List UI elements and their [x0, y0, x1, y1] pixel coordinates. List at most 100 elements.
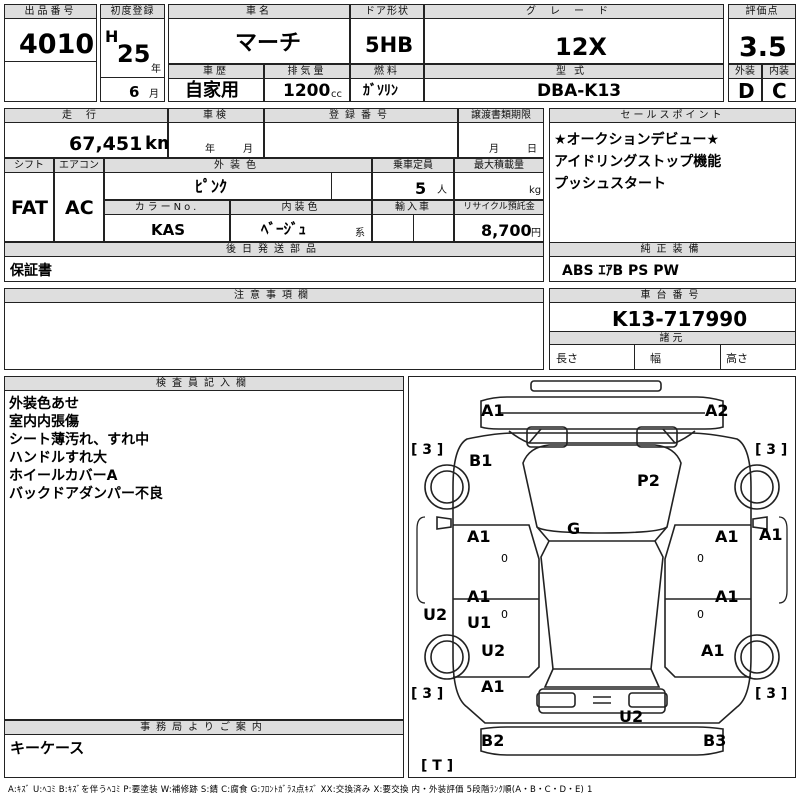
- shift-label: シフト: [5, 159, 53, 173]
- recycle-unit: 円: [531, 228, 541, 239]
- capacity-unit: 人: [437, 185, 447, 196]
- selling-points-list: ★オークションデビュー★ アイドリングストップ機能 プッシュスタート: [554, 129, 721, 195]
- score-value: 3.5: [739, 32, 787, 63]
- damage-mark: U2: [619, 707, 644, 726]
- chassis-cell: 車台番号 K13-717990 諸元 長さ 幅 高さ: [549, 288, 796, 370]
- office-label: 事務局よりご案内: [5, 721, 403, 735]
- reg-no-cell: 登録番号: [264, 108, 458, 158]
- capacity-value: 5: [415, 179, 427, 198]
- fuel-value: ｶﾞｿﾘﾝ: [363, 83, 398, 99]
- chassis-label: 車台番号: [550, 289, 795, 303]
- later-parts-cell: 後日発送部品 保証書: [4, 242, 544, 282]
- grade-cell: グレード 12X: [424, 4, 724, 64]
- first-reg-label: 初度登録: [101, 5, 164, 19]
- genuine-label: 純正装備: [550, 243, 795, 257]
- genuine-value: ABS ｴｱB PS PW: [562, 263, 679, 279]
- selling-point: ★オークションデビュー★: [554, 132, 720, 148]
- history-label: 車歴: [169, 65, 263, 79]
- selling-points-label: セールスポイント: [550, 109, 795, 123]
- selling-point: プッシュスタート: [554, 176, 666, 192]
- damage-mark: B3: [703, 731, 727, 750]
- car-name-cell: 車名 マーチ: [168, 4, 350, 64]
- inspector-note: ホイールカバーA: [9, 468, 118, 484]
- transfer-day-unit: 日: [527, 144, 537, 155]
- fuel-label: 燃料: [351, 65, 423, 79]
- aircon-label: エアコン: [55, 159, 103, 173]
- ext-color-label: 外装色: [105, 159, 371, 173]
- int-color-value: ﾍﾞｰｼﾞｭ: [261, 220, 307, 238]
- car-outline: [416, 380, 788, 756]
- transfer-month-unit: 月: [489, 144, 499, 155]
- spec-length: 長さ: [556, 352, 578, 365]
- reg-no-label: 登録番号: [265, 109, 457, 123]
- first-reg-era: H: [105, 27, 119, 46]
- inspector-cell: 検査員記入欄 外装色あせ 室内内張傷 シート薄汚れ、すれ中 ハンドルすれ大 ホイ…: [4, 376, 404, 720]
- inspector-note: ハンドルすれ大: [9, 450, 107, 466]
- damage-mark: A1: [481, 401, 505, 420]
- damage-diagram: A1 A2 B1 P2 G A1 A1 A1 A1 A1 U2 U1 U2 A1…: [408, 376, 796, 778]
- capacity-cell: 乗車定員 5 人: [372, 158, 454, 200]
- exterior-cell: 外装 D: [728, 64, 762, 102]
- displacement-cell: 排気量 1200 cc: [264, 64, 350, 102]
- max-load-cell: 最大積載量 kg: [454, 158, 544, 200]
- transfer-label: 譲渡書類期限: [459, 109, 543, 123]
- office-value: キーケース: [10, 739, 85, 757]
- history-cell: 車歴 自家用: [168, 64, 264, 102]
- import-cell: 輸入車: [372, 200, 454, 242]
- first-reg-year: 25: [117, 40, 151, 68]
- office-cell: 事務局よりご案内 キーケース: [4, 720, 404, 778]
- color-no-label: カラーNo.: [105, 201, 229, 215]
- ext-color-cell: 外装色 ﾋﾟﾝｸ: [104, 158, 372, 200]
- lot-number: 4010: [19, 29, 95, 60]
- damage-mark: G: [567, 519, 581, 538]
- first-reg-month: 6: [129, 83, 140, 101]
- damage-mark: A2: [705, 401, 729, 420]
- damage-mark: A1: [467, 587, 491, 606]
- chassis-value: K13-717990: [612, 307, 748, 331]
- inspector-notes: 外装色あせ 室内内張傷 シート薄汚れ、すれ中 ハンドルすれ大 ホイールカバーA …: [9, 395, 163, 503]
- mileage-value: 67,451: [69, 133, 143, 155]
- lot-label: 出品番号: [5, 5, 96, 19]
- door-value: 5HB: [365, 33, 414, 57]
- tire-mark: [ T ]: [421, 758, 454, 774]
- inspector-label: 検査員記入欄: [5, 377, 403, 391]
- damage-mark: U1: [467, 613, 492, 632]
- damage-mark: U2: [423, 605, 448, 624]
- score-label: 評価点: [729, 5, 795, 19]
- exterior-value: D: [738, 79, 755, 103]
- model-label: 型式: [425, 65, 723, 79]
- notes-cell: 注意事項欄: [4, 288, 544, 370]
- first-reg-month-unit: 月: [149, 89, 159, 100]
- int-color-label: 内装色: [231, 201, 371, 215]
- int-color-cell: 内装色 ﾍﾞｰｼﾞｭ 系: [230, 200, 372, 242]
- later-parts-value: 保証書: [10, 263, 52, 279]
- mileage-cell: 走行 67,451 km: [4, 108, 176, 158]
- transfer-cell: 譲渡書類期限 月 日: [458, 108, 544, 158]
- aircon-value: AC: [65, 197, 94, 219]
- exterior-label: 外装: [729, 65, 761, 79]
- selling-point: アイドリングストップ機能: [554, 154, 722, 170]
- shift-cell: シフト FAT: [4, 158, 54, 242]
- inspector-note: バックドアダンパー不良: [9, 486, 163, 502]
- later-parts-label: 後日発送部品: [5, 243, 543, 257]
- damage-mark: A1: [701, 641, 725, 660]
- displacement-label: 排気量: [265, 65, 349, 79]
- door-handle-mark: 0: [501, 552, 508, 565]
- recycle-value: 8,700: [481, 221, 532, 240]
- interior-label: 内装: [763, 65, 795, 79]
- history-value: 自家用: [185, 80, 239, 101]
- lot-cell: 出品番号 4010: [4, 4, 97, 102]
- inspection-cell: 車検 年 月: [168, 108, 264, 158]
- door-handle-mark: 0: [697, 552, 704, 565]
- fuel-cell: 燃料 ｶﾞｿﾘﾝ: [350, 64, 424, 102]
- color-no-value: KAS: [151, 221, 186, 239]
- inspection-label: 車検: [169, 109, 263, 123]
- model-cell: 型式 DBA-K13: [424, 64, 724, 102]
- first-reg-year-unit: 年: [151, 64, 161, 75]
- displacement-value: 1200: [283, 81, 331, 101]
- grade-value: 12X: [555, 33, 607, 61]
- spec-width: 幅: [650, 352, 661, 365]
- spec-height: 高さ: [726, 352, 748, 365]
- score-cell: 評価点 3.5: [728, 4, 796, 64]
- damage-mark: A1: [759, 525, 783, 544]
